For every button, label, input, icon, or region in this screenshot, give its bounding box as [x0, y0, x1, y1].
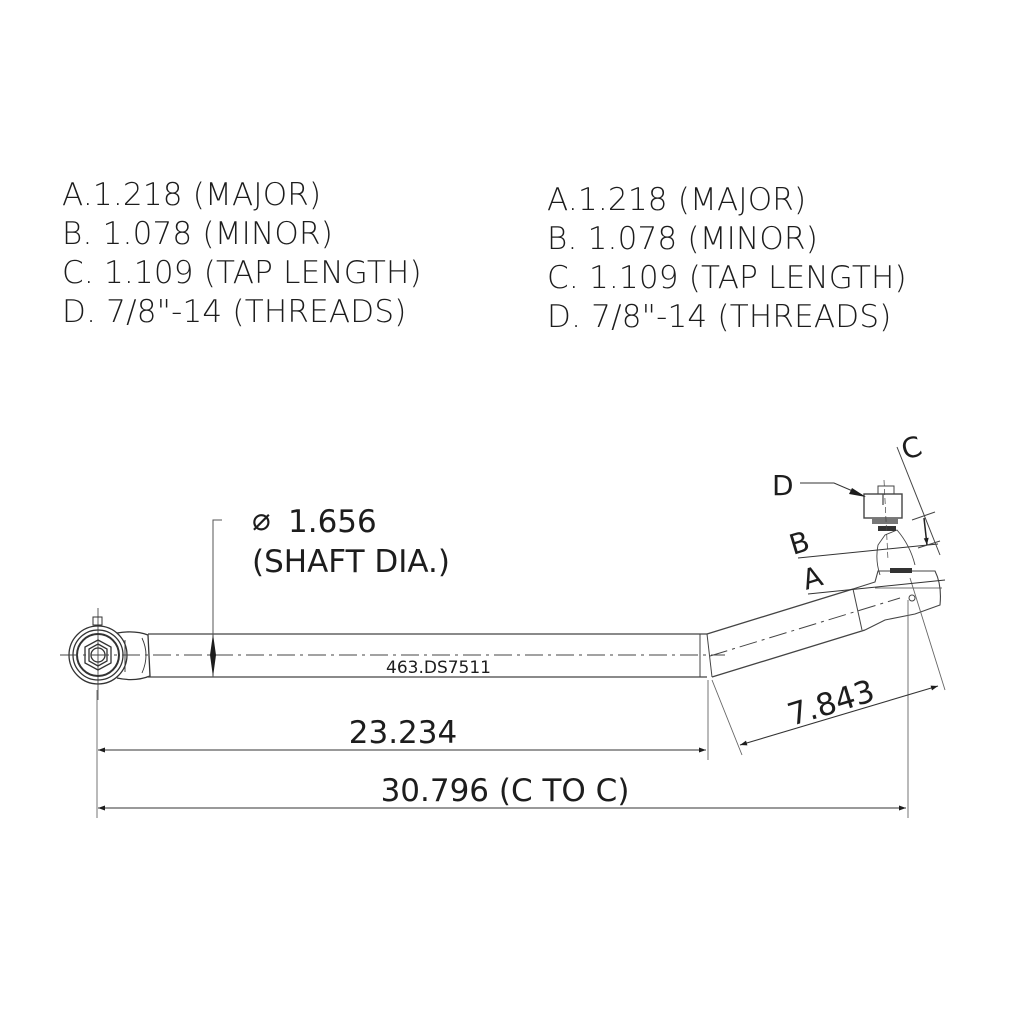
angled-length-value: 7.843 — [783, 673, 878, 733]
spec-minor: B. 1.078 (MINOR) — [547, 221, 819, 257]
shaft-diameter-value: 1.656 — [288, 504, 377, 540]
right-tie-rod-end — [852, 479, 942, 631]
shaft-diameter-label: (SHAFT DIA.) — [252, 544, 450, 580]
spec-major: A.1.218 (MAJOR) — [547, 182, 807, 218]
callout-c-label: C — [897, 429, 925, 466]
overall-length-value: 30.796 (C TO C) — [381, 773, 630, 809]
straight-length-value: 23.234 — [349, 715, 457, 751]
left-ball-joint — [68, 608, 151, 700]
callout-a-b: A B — [785, 525, 946, 597]
callout-d-label: D — [772, 469, 794, 502]
spec-minor: B. 1.078 (MINOR) — [62, 216, 334, 252]
part-number: 463.DS7511 — [386, 658, 491, 678]
spec-tap-length: C. 1.109 (TAP LENGTH) — [62, 255, 422, 291]
angled-shaft — [706, 588, 901, 678]
shaft-diameter-dimension: ⌀ 1.656 (SHAFT DIA.) — [210, 502, 450, 677]
spec-major: A.1.218 (MAJOR) — [62, 177, 322, 213]
dimension-overall-length: 30.796 (C TO C) — [98, 773, 906, 811]
spec-tap-length: C. 1.109 (TAP LENGTH) — [547, 260, 907, 296]
callout-a-label: A — [798, 560, 826, 597]
callout-d: D — [772, 469, 866, 502]
spec-list-right: A.1.218 (MAJOR) B. 1.078 (MINOR) C. 1.10… — [547, 181, 907, 337]
callout-c: C — [896, 429, 941, 556]
spec-threads: D. 7/8"-14 (THREADS) — [62, 294, 407, 330]
diameter-symbol-icon: ⌀ — [252, 502, 271, 538]
callout-b-label: B — [785, 525, 813, 562]
spec-threads: D. 7/8"-14 (THREADS) — [547, 299, 892, 335]
straight-shaft — [60, 633, 725, 678]
spec-list-left: A.1.218 (MAJOR) B. 1.078 (MINOR) C. 1.10… — [62, 176, 422, 332]
dimension-straight-length: 23.234 — [98, 715, 706, 753]
